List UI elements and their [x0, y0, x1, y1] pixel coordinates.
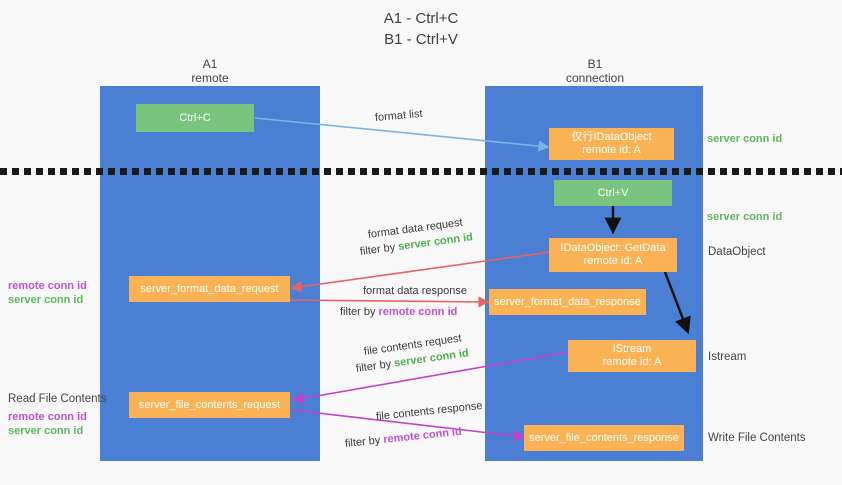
caption-remote-conn-id-value: remote conn id	[378, 306, 458, 318]
caption-filter-prefix-3: filter by	[355, 357, 395, 375]
label-read-file-contents: Read File Contents	[8, 393, 107, 405]
box-ctrl-v[interactable]: Ctrl+V	[554, 180, 672, 206]
caption-format-data-response: format data response	[363, 285, 467, 297]
box-server-format-data-response[interactable]: server_format_data_response	[489, 289, 646, 315]
caption-filter-prefix-2: filter by	[340, 306, 379, 318]
box-idataobject-getdata[interactable]: IDataObject::GetData remote id: A	[549, 238, 677, 272]
label-dataobject: DataObject	[708, 246, 766, 258]
caption-remote-conn-id-value-2: remote conn id	[382, 425, 463, 446]
caption-format-list: format list	[374, 107, 424, 124]
label-remote-conn-id-lower: remote conn id	[8, 411, 87, 423]
caption-filter-by-remote-conn-id-1: filter by remote conn id	[340, 305, 457, 319]
column-header-a1: A1 remote	[191, 57, 229, 85]
caption-filter-prefix: filter by	[359, 241, 399, 258]
column-header-b1: B1 connection	[565, 57, 625, 85]
box-ctrl-c[interactable]: Ctrl+C	[136, 104, 254, 132]
label-remote-conn-id-upper: remote conn id	[8, 280, 87, 292]
label-istream: Istream	[708, 351, 747, 363]
box-istream[interactable]: IStream remote id: A	[568, 340, 696, 372]
box-server-format-data-request[interactable]: server_format_data_request	[129, 276, 290, 302]
caption-filter-prefix-4: filter by	[344, 434, 384, 450]
label-server-conn-id-second: server conn id	[707, 211, 783, 223]
box-idataobject-top[interactable]: 仅行IDataObject remote id: A	[549, 128, 674, 160]
label-server-conn-id-top: server conn id	[707, 133, 783, 145]
label-write-file-contents: Write File Contents	[708, 432, 806, 444]
page-title: A1 - Ctrl+C B1 - Ctrl+V	[383, 10, 459, 48]
box-server-file-contents-request[interactable]: server_file_contents_request	[129, 392, 290, 418]
label-server-conn-id-lower: server conn id	[8, 425, 84, 437]
box-server-file-contents-response[interactable]: server_file_contents_response	[524, 425, 684, 451]
caption-filter-by-remote-conn-id-2: filter by remote conn id	[344, 425, 462, 451]
label-server-conn-id-upper: server conn id	[8, 294, 84, 306]
dashed-divider	[0, 168, 842, 175]
caption-file-contents-response: file contents response	[375, 399, 484, 423]
